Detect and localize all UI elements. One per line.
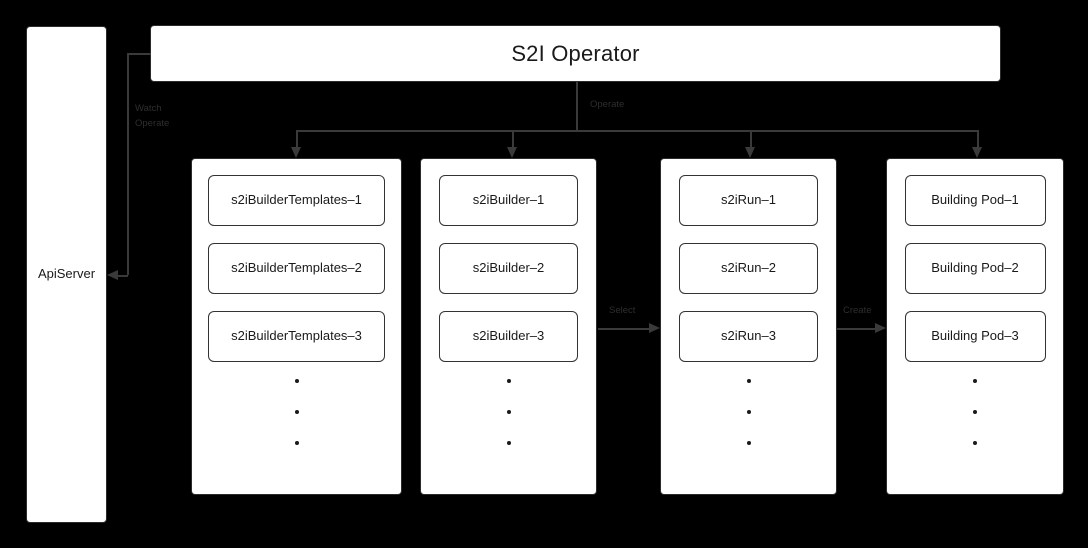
apiserver-box[interactable]: ApiServer — [26, 26, 107, 523]
branch-to-builder — [512, 130, 514, 148]
branch-to-pod — [977, 130, 979, 148]
card-s2ibuildertemplates-3[interactable]: s2iBuilderTemplates–3 — [208, 311, 385, 362]
ellipsis-dot — [506, 441, 511, 445]
card-building-pod-2[interactable]: Building Pod–2 — [904, 243, 1046, 294]
ellipsis-dot — [746, 441, 751, 445]
select-edge-line — [598, 328, 649, 330]
ellipsis-dot — [294, 379, 299, 383]
apiserver-arrowhead-icon — [107, 269, 118, 280]
ellipsis-s2ibuilder — [421, 379, 596, 445]
operate-edge-label-line: Operate — [135, 117, 170, 129]
ellipsis-dot — [506, 410, 511, 414]
ellipsis-dot — [973, 410, 977, 414]
operator-to-apiserver-vertical-segment — [127, 53, 129, 275]
card-building-pod-1[interactable]: Building Pod–1 — [904, 175, 1046, 226]
card-s2ibuilder-1[interactable]: s2iBuilder–1 — [439, 175, 578, 226]
column-s2ibuildertemplates: s2iBuilderTemplates–1 s2iBuilderTemplate… — [191, 158, 402, 495]
apiserver-label: ApiServer — [37, 266, 96, 282]
ellipsis-dot — [294, 410, 299, 414]
ellipsis-dot — [746, 410, 751, 414]
ellipsis-building-pod — [887, 379, 1063, 445]
column-building-pod: Building Pod–1 Building Pod–2 Building P… — [886, 158, 1064, 495]
ellipsis-dot — [746, 379, 751, 383]
operator-trunk-vertical — [576, 82, 578, 131]
ellipsis-s2ibuildertemplates — [192, 379, 401, 445]
ellipsis-dot — [973, 379, 977, 383]
column-s2ibuilder: s2iBuilder–1 s2iBuilder–2 s2iBuilder–3 — [420, 158, 597, 495]
ellipsis-dot — [294, 441, 299, 445]
ellipsis-dot — [973, 441, 977, 445]
operator-to-apiserver-bottom-segment — [118, 275, 128, 277]
ellipsis-dot — [506, 379, 511, 383]
ellipsis-s2irun — [661, 379, 836, 445]
select-edge-label: Select — [609, 305, 636, 316]
builder-arrowhead-icon — [507, 147, 517, 158]
card-s2ibuilder-3[interactable]: s2iBuilder–3 — [439, 311, 578, 362]
card-s2irun-1[interactable]: s2iRun–1 — [679, 175, 818, 226]
templates-arrowhead-icon — [291, 147, 301, 158]
card-s2irun-3[interactable]: s2iRun–3 — [679, 311, 818, 362]
card-building-pod-3[interactable]: Building Pod–3 — [904, 311, 1046, 362]
select-arrowhead-icon — [649, 322, 660, 333]
pod-arrowhead-icon — [972, 147, 982, 158]
s2i-operator-box[interactable]: S2I Operator — [150, 25, 1001, 82]
operator-to-apiserver-top-segment — [127, 53, 151, 55]
create-edge-line — [837, 328, 875, 330]
card-s2ibuildertemplates-2[interactable]: s2iBuilderTemplates–2 — [208, 243, 385, 294]
s2i-operator-label: S2I Operator — [511, 40, 640, 66]
create-arrowhead-icon — [875, 322, 886, 333]
card-s2ibuilder-2[interactable]: s2iBuilder–2 — [439, 243, 578, 294]
operate-top-edge-label: Operate — [590, 99, 625, 110]
operator-distribution-bar — [296, 130, 978, 132]
card-s2ibuildertemplates-1[interactable]: s2iBuilderTemplates–1 — [208, 175, 385, 226]
card-s2irun-2[interactable]: s2iRun–2 — [679, 243, 818, 294]
create-edge-label: Create — [843, 305, 872, 316]
watch-edge-label-line: Watch — [135, 103, 162, 114]
branch-to-run — [750, 130, 752, 148]
branch-to-templates — [296, 130, 298, 148]
watch-operate-edge-label: Watch Operate — [135, 102, 169, 131]
column-s2irun: s2iRun–1 s2iRun–2 s2iRun–3 — [660, 158, 837, 495]
run-arrowhead-icon — [745, 147, 755, 158]
